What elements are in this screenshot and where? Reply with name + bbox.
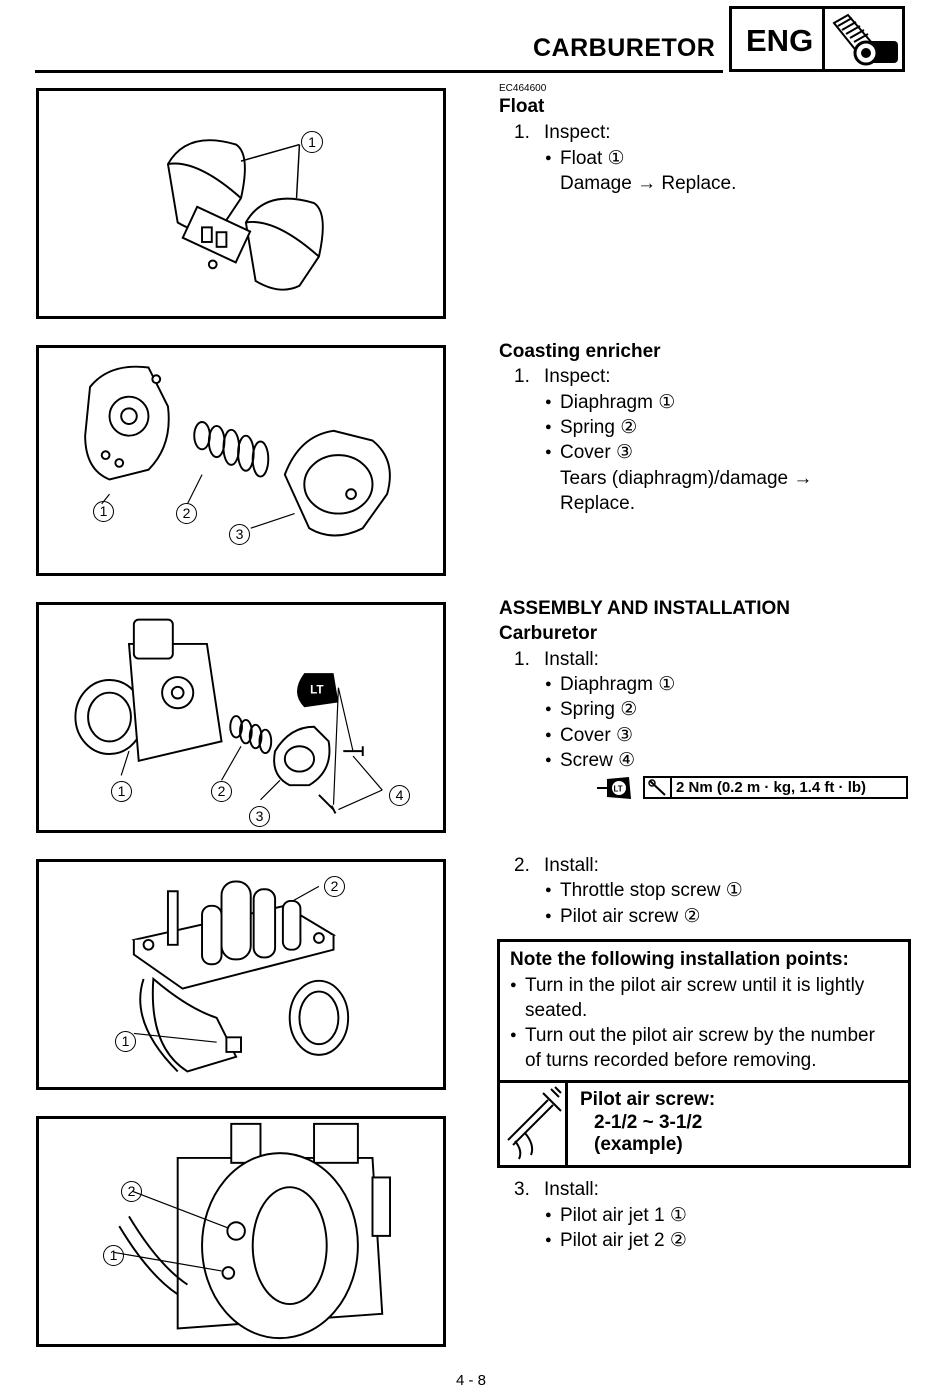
float-heading: Float [499, 96, 545, 117]
note-point: seated. [525, 1000, 588, 1021]
float-item: Float ① [545, 146, 624, 171]
step1-num: 1. [514, 649, 530, 670]
callout-1: 1 [301, 131, 323, 153]
step2-num: 2. [514, 855, 530, 876]
engine-icon [832, 13, 898, 66]
step2-action: Install: [544, 855, 599, 876]
caliper-icon [507, 1086, 562, 1160]
spec-label: Pilot air screw: [580, 1089, 716, 1110]
coasting-result: Replace. [560, 493, 635, 514]
callout-2: 2 [211, 781, 232, 802]
assembly-subheading: Carburetor [499, 623, 598, 644]
step2-item: Pilot air screw ② [545, 904, 701, 929]
coasting-item: Diaphragm ① [545, 390, 675, 415]
coasting-enricher-illustration [84, 365, 391, 537]
callout-1: 1 [103, 1245, 124, 1266]
page-title: CARBURETOR [533, 34, 716, 62]
step3-action: Install: [544, 1179, 599, 1200]
step3-num: 3. [514, 1179, 530, 1200]
note-point: Turn out the pilot air screw by the numb… [510, 1023, 875, 1048]
callout-1: 1 [93, 501, 114, 522]
coasting-item: Spring ② [545, 415, 637, 440]
step3-item: Pilot air jet 1 ① [545, 1203, 687, 1228]
step1-item: Diaphragm ① [545, 672, 675, 697]
step1-item: Cover ③ [545, 723, 633, 748]
figure-throttle-pilot-screw: 1 2 [36, 859, 446, 1090]
carburetor-install-illustration: LT [74, 618, 383, 814]
float-illustration [166, 139, 324, 291]
callout-1: 1 [115, 1031, 136, 1052]
lt-badge-text: LT [310, 684, 323, 697]
step1-item: Spring ② [545, 697, 637, 722]
callout-2: 2 [176, 503, 197, 524]
pilot-air-jets-illustration [114, 1122, 391, 1340]
throttle-pilot-screw-illustration [131, 880, 350, 1073]
callout-2: 2 [324, 876, 345, 897]
section-badge-label: ENG [746, 23, 814, 58]
coasting-result: Tears (diaphragm)/damage → [560, 468, 813, 489]
spec-value: 2-1/2 ~ 3-1/2 [594, 1112, 703, 1133]
float-result: Damage → Replace. [560, 173, 737, 194]
lt-badge-text: LT [614, 785, 623, 794]
torque-value: 2 Nm (0.2 m · kg, 1.4 ft · lb) [676, 779, 867, 796]
note-point: Turn in the pilot air screw until it is … [510, 973, 864, 998]
figure-coasting-enricher: 1 2 3 [36, 345, 446, 576]
figure-carburetor-install: LT 1 2 3 4 [36, 602, 446, 833]
callout-1: 1 [111, 781, 132, 802]
callout-3: 3 [249, 806, 270, 827]
step1-action: Install: [544, 649, 599, 670]
float-step-num: 1. [514, 122, 530, 143]
coasting-item: Cover ③ [545, 440, 633, 465]
coasting-heading: Coasting enricher [499, 341, 661, 362]
torque-wrench-icon [648, 779, 666, 796]
spec-note: (example) [594, 1134, 683, 1155]
torque-spec: 2 Nm (0.2 m · kg, 1.4 ft · lb) [643, 776, 908, 799]
coasting-step-num: 1. [514, 366, 530, 387]
note-title: Note the following installation points: [510, 949, 849, 970]
callout-2: 2 [121, 1181, 142, 1202]
note-box: Note the following installation points: … [497, 939, 911, 1168]
step3-item: Pilot air jet 2 ② [545, 1228, 687, 1253]
callout-3: 3 [229, 524, 250, 545]
figure-float: 1 [36, 88, 446, 319]
callout-4: 4 [389, 785, 410, 806]
section-code: EC464600 [499, 83, 547, 94]
figure-pilot-air-jets: 1 2 [36, 1116, 446, 1347]
note-point: of turns recorded before removing. [525, 1050, 817, 1071]
float-action: Inspect: [544, 122, 611, 143]
page-number: 4 - 8 [456, 1372, 487, 1389]
coasting-action: Inspect: [544, 366, 611, 387]
step2-item: Throttle stop screw ① [545, 878, 743, 903]
step1-item: Screw ④ [545, 748, 635, 773]
locktite-icon: LT [597, 777, 631, 799]
header-rule [35, 70, 723, 73]
assembly-heading: ASSEMBLY AND INSTALLATION [499, 598, 790, 619]
section-badge: ENG [729, 6, 905, 72]
